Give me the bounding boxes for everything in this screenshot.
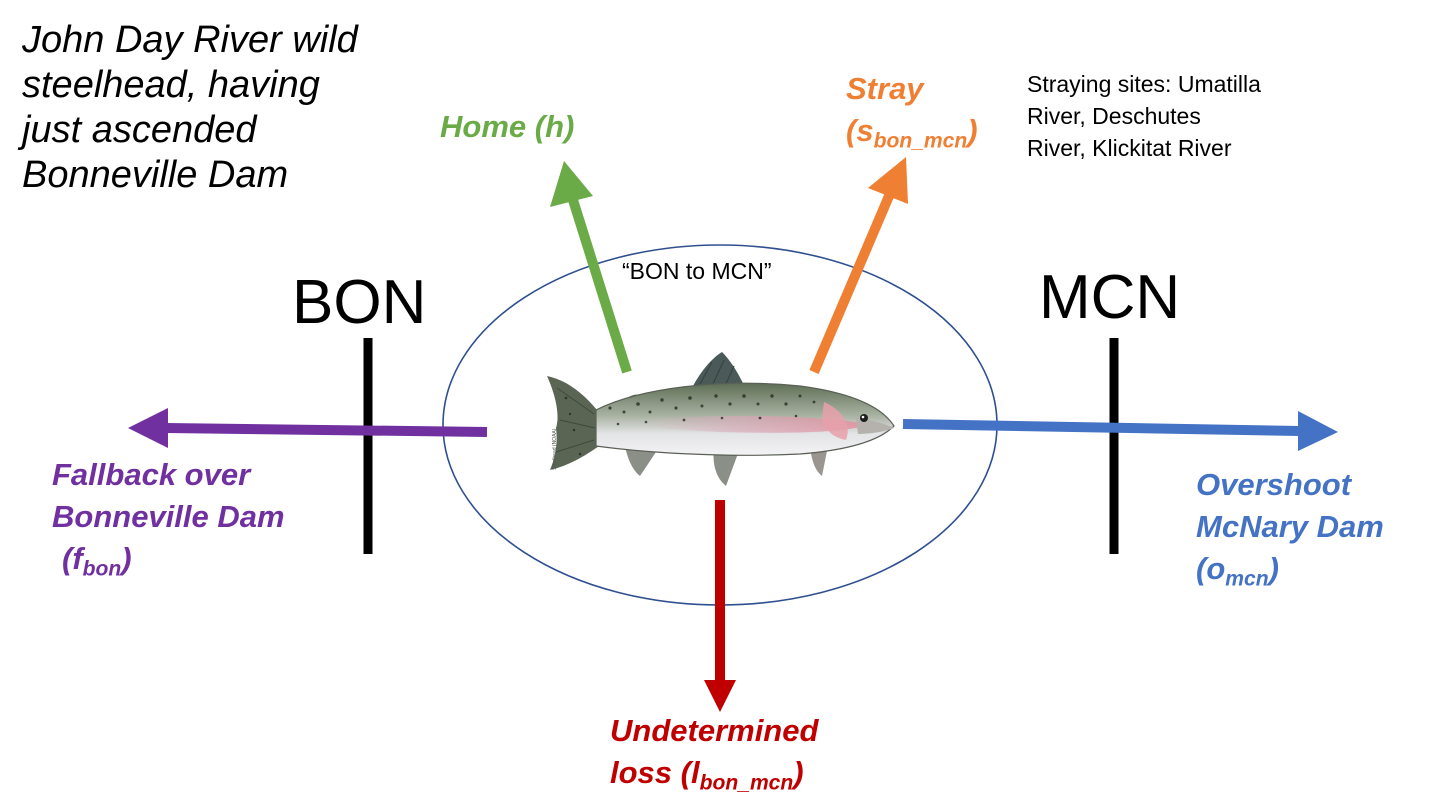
fallback-symbol-close: ) xyxy=(121,541,132,576)
home-arrow xyxy=(550,161,632,374)
overshoot-arrow xyxy=(902,411,1338,451)
note-line: River, Deschutes xyxy=(1027,103,1201,129)
loss-symbol-open: loss (l xyxy=(610,755,700,790)
loss-label: Undetermined loss (lbon_mcn) xyxy=(610,710,818,804)
fish-image-credit: Steelhead (NOAA) xyxy=(552,428,558,470)
overshoot-symbol-open: (o xyxy=(1196,551,1226,586)
fallback-line: Bonneville Dam xyxy=(52,499,285,534)
fallback-symbol: (fbon) xyxy=(52,538,285,590)
note-line: River, Klickitat River xyxy=(1027,135,1232,161)
loss-line: Undetermined xyxy=(610,713,819,748)
stray-symbol-open: (s xyxy=(846,113,874,148)
fallback-arrow xyxy=(128,408,488,448)
title-line: Bonneville Dam xyxy=(22,154,289,196)
home-label: Home (h) xyxy=(440,109,575,144)
diagram-title: John Day River wild steelhead, having ju… xyxy=(22,18,358,198)
region-label: “BON to MCN” xyxy=(622,258,772,284)
stray-label: Stray (sbon_mcn) xyxy=(846,68,978,162)
fallback-symbol-open: (f xyxy=(62,541,83,576)
loss-subscript: bon_mcn xyxy=(699,771,794,795)
title-line: steelhead, having xyxy=(22,64,320,106)
fallback-label: Fallback over Bonneville Dam (fbon) xyxy=(52,454,285,590)
straying-sites-note: Straying sites: Umatilla River, Deschute… xyxy=(1027,68,1261,164)
overshoot-line: McNary Dam xyxy=(1196,509,1384,544)
title-line: John Day River wild xyxy=(22,19,358,61)
stray-arrow xyxy=(809,157,908,374)
loss-symbol-close: ) xyxy=(793,755,804,790)
loss-symbol: loss (lbon_mcn) xyxy=(610,752,818,804)
stray-symbol-close: ) xyxy=(967,113,978,148)
overshoot-line: Overshoot xyxy=(1196,467,1352,502)
stray-symbol: (sbon_mcn) xyxy=(846,110,978,162)
overshoot-symbol: (omcn) xyxy=(1196,548,1384,600)
overshoot-symbol-close: ) xyxy=(1268,551,1279,586)
loss-arrow xyxy=(704,500,736,712)
bon-dam-label: BON xyxy=(292,268,427,337)
fallback-subscript: bon xyxy=(82,557,122,581)
note-line: Straying sites: Umatilla xyxy=(1027,71,1261,97)
overshoot-subscript: mcn xyxy=(1225,567,1269,591)
steelhead-fish-image: Steelhead (NOAA) xyxy=(547,352,895,486)
stray-label-title: Stray xyxy=(846,71,924,106)
overshoot-label: Overshoot McNary Dam (omcn) xyxy=(1196,464,1384,600)
fallback-line: Fallback over xyxy=(52,457,251,492)
title-line: just ascended xyxy=(22,109,257,151)
mcn-dam-label: MCN xyxy=(1039,263,1181,332)
stray-subscript: bon_mcn xyxy=(873,129,968,153)
